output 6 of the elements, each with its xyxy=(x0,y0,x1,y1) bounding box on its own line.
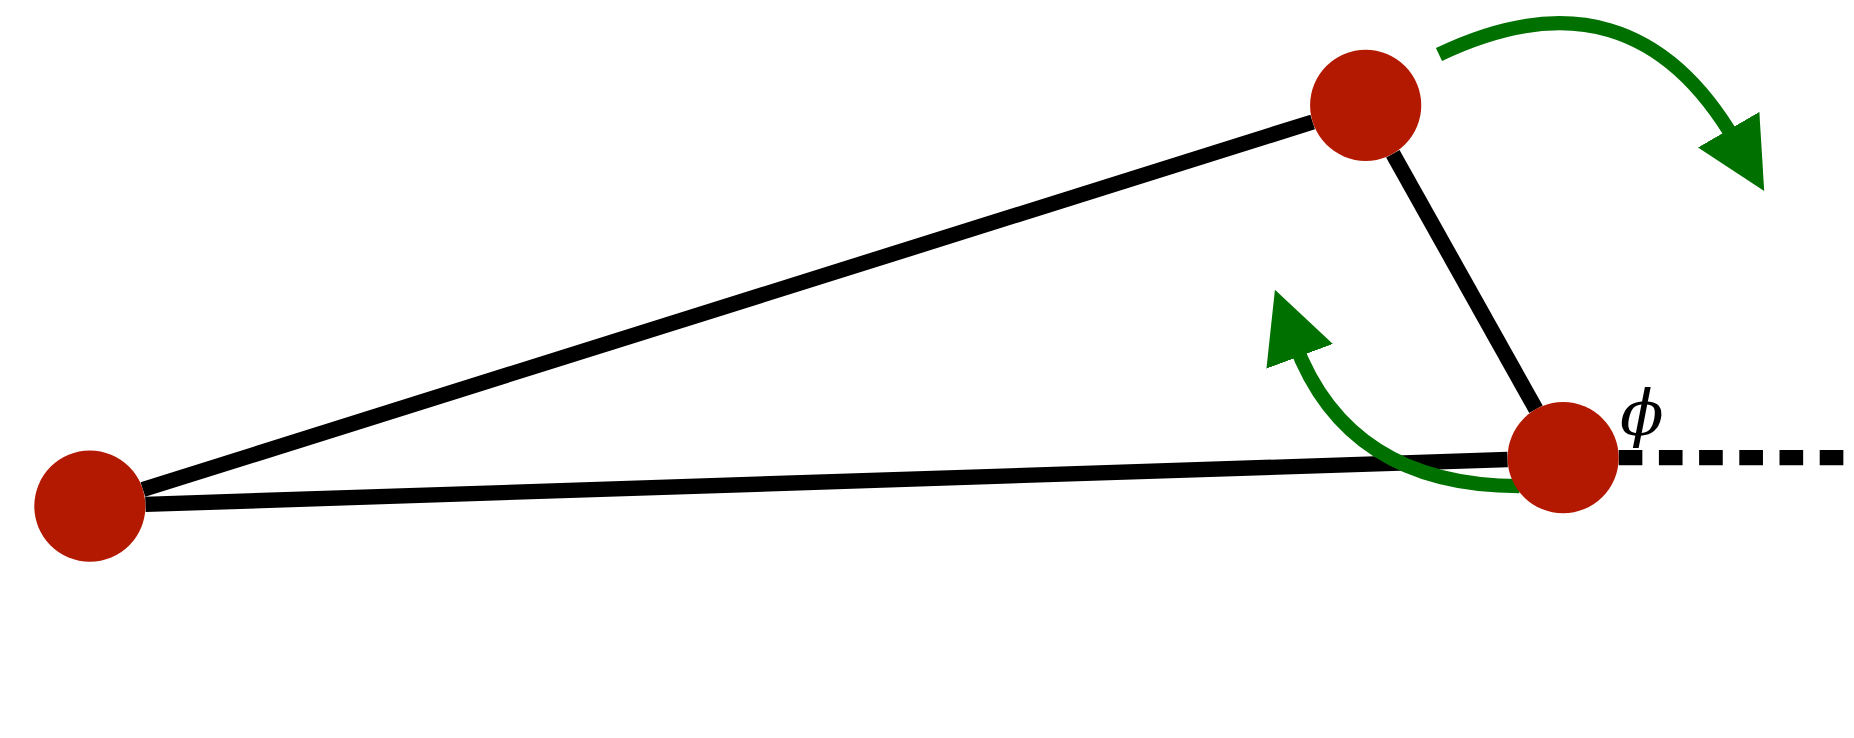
line xyxy=(1386,150,1543,413)
line xyxy=(145,451,1508,512)
vertex-circle xyxy=(1310,49,1422,161)
line xyxy=(140,114,1315,497)
vertex-circle xyxy=(34,450,146,562)
vertex-circle xyxy=(1507,402,1619,514)
